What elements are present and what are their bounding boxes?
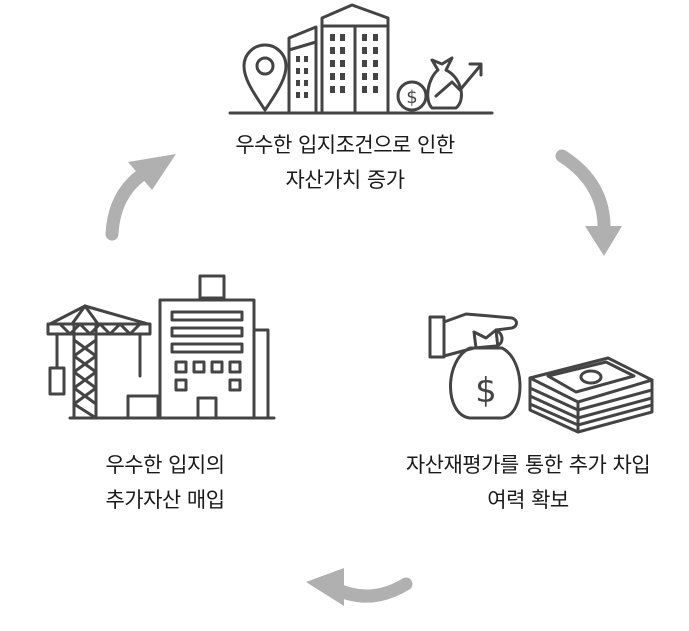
- svg-text:$: $: [475, 371, 497, 411]
- step-label-asset-value-increase: 우수한 입지조건으로 인한 자산가치 증가: [160, 128, 530, 198]
- step-label-additional-acquisition: 우수한 입지의 추가자산 매입: [30, 448, 300, 518]
- cycle-arrow-bottom: [306, 568, 413, 606]
- step-label-line: 우수한 입지의: [105, 453, 225, 477]
- step-label-revaluation-capacity: 자산재평가를 통한 추가 차입 여력 확보: [368, 448, 688, 518]
- step-label-line: 추가자산 매입: [105, 488, 225, 512]
- crane-building-construction-icon: [46, 274, 276, 420]
- step-label-line: 우수한 입지조건으로 인한: [235, 133, 455, 157]
- money-bag-hand-cash-stack-icon: $: [428, 312, 654, 434]
- step-label-line: 자산가치 증가: [285, 168, 405, 192]
- cycle-arrow-left: [105, 154, 176, 241]
- step-label-line: 여력 확보: [487, 488, 569, 512]
- location-pin-buildings-money-growth-icon: $: [228, 3, 494, 115]
- cycle-arrow-top-right: [555, 149, 622, 256]
- step-label-line: 자산재평가를 통한 추가 차입: [405, 453, 651, 477]
- svg-text:$: $: [406, 87, 417, 108]
